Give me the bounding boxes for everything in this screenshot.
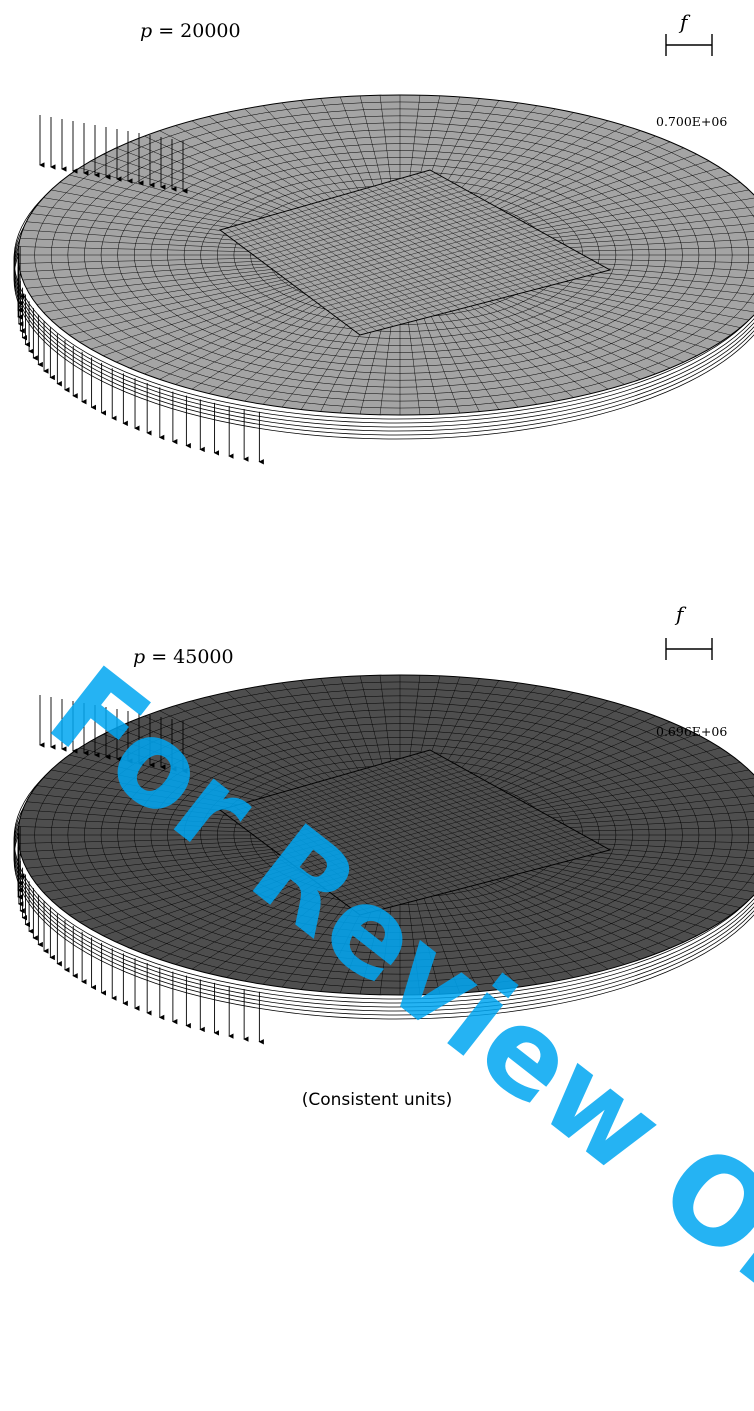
mesh-element xyxy=(350,263,599,329)
mesh-element xyxy=(336,833,581,898)
mesh-element xyxy=(341,256,587,322)
mesh-element xyxy=(350,843,599,909)
mesh-element xyxy=(355,266,605,332)
mesh-element xyxy=(341,836,587,902)
load-parameter-label: p = 45000 xyxy=(133,646,234,668)
mesh-element xyxy=(422,751,602,853)
mesh-element xyxy=(422,171,602,273)
mesh-element xyxy=(415,173,594,275)
mesh-element xyxy=(401,757,577,859)
scale-symbol: f xyxy=(676,602,684,626)
scale-value: 0.696E+06 xyxy=(656,724,728,739)
scale-bar-icon xyxy=(665,638,713,660)
mesh-element xyxy=(401,177,577,279)
panel-1: p = 20000 f 0.700E+06 xyxy=(0,0,754,520)
figure-caption: (Consistent units) xyxy=(301,1090,453,1110)
mesh-element xyxy=(408,175,586,277)
mesh-element xyxy=(336,253,581,318)
scale-symbol: f xyxy=(680,10,688,34)
scale-value: 0.700E+06 xyxy=(656,114,728,129)
panel-2: p = 45000 f 0.696E+06 xyxy=(0,580,754,1100)
deformed-plate-mesh xyxy=(13,94,754,465)
load-parameter-label: p = 20000 xyxy=(140,20,241,42)
mesh-element xyxy=(345,839,593,905)
scale-bar-icon xyxy=(665,34,713,56)
mesh-element xyxy=(408,755,586,857)
deformed-plate-mesh xyxy=(13,674,754,1045)
mesh-element xyxy=(355,846,605,912)
mesh-element xyxy=(415,753,594,855)
mesh-element xyxy=(345,259,593,325)
